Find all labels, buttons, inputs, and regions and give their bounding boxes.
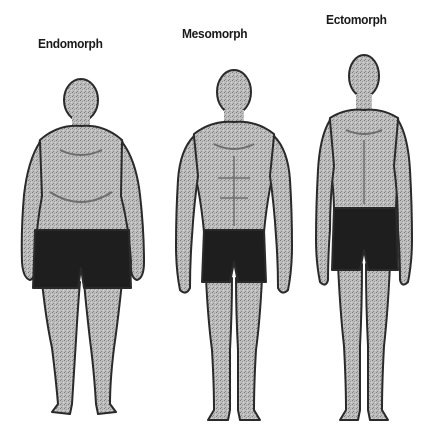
endomorph-torso xyxy=(32,126,131,232)
endomorph-head xyxy=(64,79,98,121)
ectomorph-right-leg xyxy=(366,264,390,420)
ectomorph-left-arm xyxy=(316,120,334,285)
ectomorph-figure xyxy=(316,55,412,420)
ectomorph-left-leg xyxy=(338,264,362,420)
mesomorph-shorts xyxy=(202,230,266,282)
mesomorph-head xyxy=(217,70,251,114)
endomorph-shorts xyxy=(33,230,131,288)
endomorph-figure xyxy=(22,79,144,414)
endomorph-left-leg xyxy=(42,282,80,414)
mesomorph-left-arm xyxy=(176,136,198,293)
mesomorph-right-arm xyxy=(270,136,292,293)
ectomorph-head xyxy=(349,55,379,97)
mesomorph-figure xyxy=(176,70,292,420)
mesomorph-right-leg xyxy=(236,278,262,420)
endomorph-right-leg xyxy=(84,282,122,414)
ectomorph-shorts xyxy=(332,208,398,270)
mesomorph-left-leg xyxy=(206,278,232,420)
